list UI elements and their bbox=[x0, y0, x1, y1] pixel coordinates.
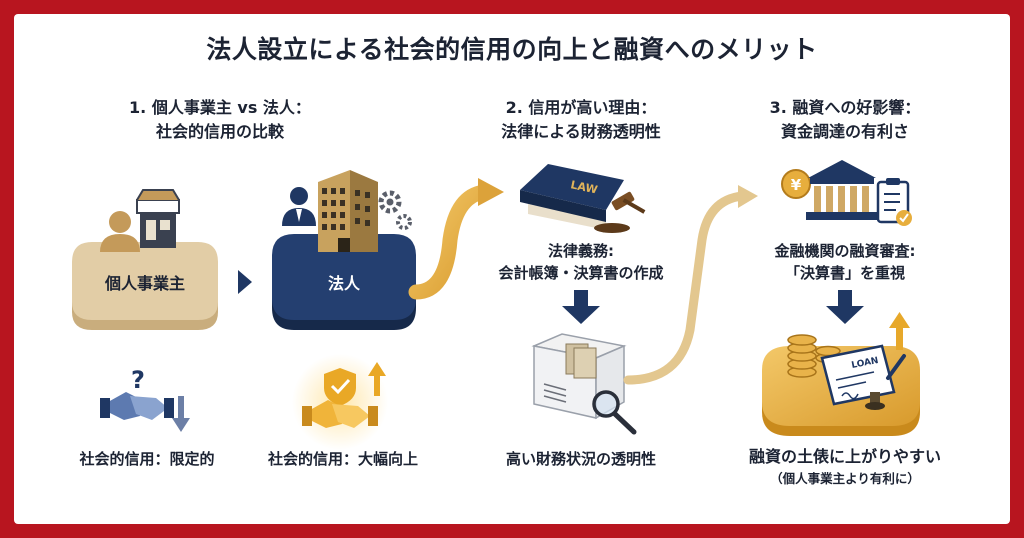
shield-check-icon bbox=[324, 368, 356, 406]
transparency-result-text: 高い財務状況の透明性 bbox=[505, 450, 656, 468]
flow-arrow-2 bbox=[623, 191, 747, 385]
legal-duty-text: 法律義務: 会計帳簿・決算書の作成 bbox=[486, 240, 676, 284]
flow-arrow-1 bbox=[408, 184, 492, 300]
loan-result-subtext: （個人事業主より有利に） bbox=[770, 471, 920, 486]
loan-document-icon: LOAN bbox=[820, 344, 896, 406]
law-book-icon: LAW bbox=[520, 164, 624, 230]
person-icon bbox=[100, 211, 140, 252]
section3-heading-line2: 資金調達の有利さ bbox=[780, 122, 909, 141]
down-arrow-icon bbox=[172, 396, 190, 432]
bank-icon bbox=[806, 160, 878, 220]
yen-coin-icon: ¥ bbox=[781, 169, 811, 199]
legal-duty-line1: 法律義務: bbox=[548, 242, 614, 260]
gears-icon bbox=[378, 190, 412, 230]
coin-stack-icon bbox=[787, 334, 841, 378]
office-building-icon bbox=[318, 170, 378, 252]
checklist-icon bbox=[876, 178, 912, 226]
stamp-icon bbox=[865, 392, 885, 410]
handshake-icon bbox=[100, 392, 174, 420]
sole-proprietor-block bbox=[72, 242, 218, 330]
question-mark-icon: ? bbox=[131, 366, 145, 394]
loan-result-text: 融資の土俵に上がりやすい bbox=[748, 447, 941, 466]
sole-proprietor-label: 個人事業主 bbox=[104, 274, 185, 293]
bank-review-text: 金融機関の融資審査: 「決算書」を重視 bbox=[742, 240, 948, 284]
corp-credit-text: 社会的信用：大幅向上 bbox=[267, 450, 418, 468]
handshake-gold-icon bbox=[302, 400, 378, 428]
magnifier-icon bbox=[592, 390, 637, 435]
chevron-right-icon bbox=[238, 270, 252, 294]
bank-review-line2: 「決算書」を重視 bbox=[784, 264, 905, 282]
page-title: 法人設立による社会的信用の向上と融資へのメリット bbox=[206, 35, 818, 64]
section2-heading-line1: 2. 信用が高い理由： bbox=[505, 98, 657, 117]
section1-heading-line1: 1. 個人事業主 vs 法人： bbox=[129, 98, 311, 117]
section1-heading: 1. 個人事業主 vs 法人： 社会的信用の比較 bbox=[100, 96, 340, 144]
law-book-label: LAW bbox=[569, 178, 598, 196]
legal-duty-line2: 会計帳簿・決算書の作成 bbox=[498, 264, 664, 282]
gavel-icon bbox=[594, 191, 646, 233]
section3-heading: 3. 融資への好影響： 資金調達の有利さ bbox=[730, 96, 960, 144]
bank-review-line1: 金融機関の融資審査: bbox=[774, 242, 916, 260]
business-person-icon bbox=[282, 187, 316, 226]
shop-icon bbox=[136, 189, 180, 248]
corporation-block bbox=[272, 234, 416, 330]
sole-credit-text: 社会的信用：限定的 bbox=[79, 450, 215, 468]
section3-heading-line1: 3. 融資への好影響： bbox=[769, 98, 921, 117]
section1-heading-line2: 社会的信用の比較 bbox=[155, 122, 284, 141]
section2-heading: 2. 信用が高い理由： 法律による財務透明性 bbox=[466, 96, 696, 144]
down-arrow-icon-2 bbox=[562, 290, 600, 324]
corporation-label: 法人 bbox=[327, 274, 360, 293]
yen-symbol: ¥ bbox=[791, 176, 802, 194]
up-arrow-icon bbox=[368, 362, 386, 396]
question-mark: ? bbox=[131, 366, 145, 394]
section2-heading-line2: 法律による財務透明性 bbox=[501, 122, 661, 141]
growth-arrow-icon bbox=[889, 312, 910, 350]
down-arrow-icon-3 bbox=[826, 290, 864, 324]
pen-icon bbox=[886, 354, 906, 380]
